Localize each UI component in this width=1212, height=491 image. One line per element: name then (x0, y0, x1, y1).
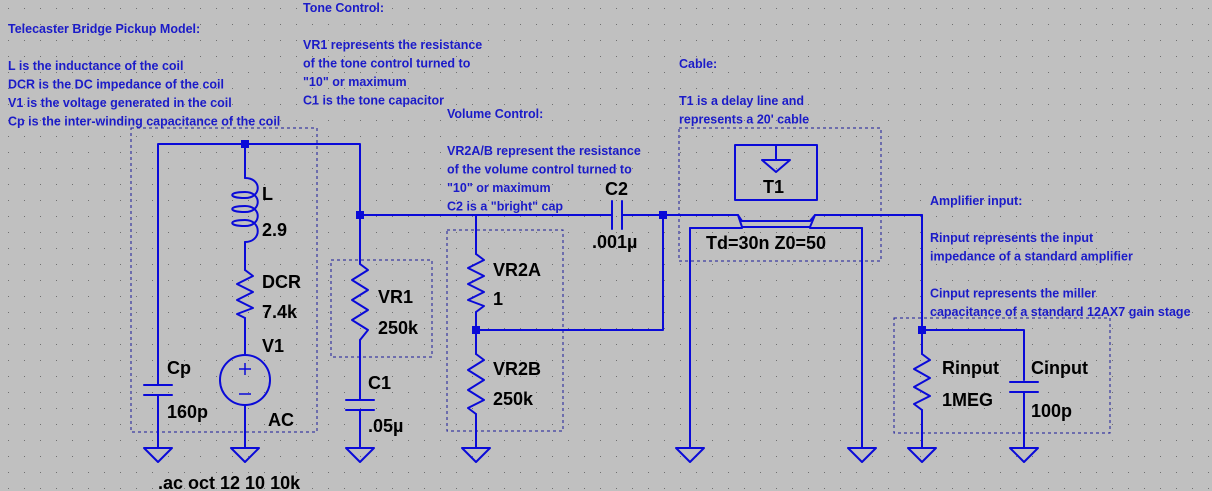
label-VR2B-value: 250k (493, 389, 534, 409)
capacitor-Cp (143, 374, 173, 396)
label-VR2A-value: 1 (493, 289, 503, 309)
label-C1-name: C1 (368, 373, 391, 393)
ground-symbol-2 (345, 447, 375, 463)
note-cable-line-1 (679, 76, 682, 90)
label-V1-name: V1 (262, 336, 284, 356)
label-C2-name: C2 (605, 179, 628, 199)
label-L-name: L (262, 184, 273, 204)
resistor-DCR (236, 269, 254, 319)
label-Cp-name: Cp (167, 358, 191, 378)
note-tone: Tone Control: VR1 represents the resista… (303, 1, 482, 108)
amp-box (893, 317, 1111, 434)
note-volume-line-1 (447, 126, 450, 140)
note-tone-line-0: Tone Control: (303, 1, 384, 15)
ground-symbol-3 (461, 447, 491, 463)
note-cable-line-3: represents a 20' cable (679, 113, 809, 127)
note-tone-line-3: of the tone control turned to (303, 57, 471, 71)
pickup-box (130, 127, 318, 433)
note-volume-line-2: VR2A/B represent the resistance (447, 144, 641, 158)
label-VR2B-name: VR2B (493, 359, 541, 379)
note-amp-line-6: capacitance of a standard 12AX7 gain sta… (930, 305, 1191, 319)
label-DCR-value: 7.4k (262, 302, 298, 322)
note-pickup-line-2: L is the inductance of the coil (8, 59, 184, 73)
note-pickup-line-5: Cp is the inter-winding capacitance of t… (8, 115, 280, 129)
note-volume: Volume Control: VR2A/B represent the res… (447, 107, 641, 214)
grid-dots (8, 8, 1209, 489)
note-pickup-line-0: Telecaster Bridge Pickup Model: (8, 22, 200, 36)
note-tone-line-1 (303, 20, 306, 34)
label-VR1-value: 250k (378, 318, 419, 338)
ground-symbol-4 (675, 447, 705, 463)
label-C1-value: .05µ (368, 416, 403, 436)
label-T1-name: T1 (763, 177, 784, 197)
label-Cp-value: 160p (167, 402, 208, 422)
capacitor-C2 (611, 200, 623, 230)
ground-symbol-7 (1009, 447, 1039, 463)
label-Cinput-value: 100p (1031, 401, 1072, 421)
note-pickup-line-1 (8, 41, 11, 55)
note-amp-line-2: Rinput represents the input (930, 231, 1094, 245)
label-VR2A-name: VR2A (493, 260, 541, 280)
grounds (143, 447, 1039, 463)
label-Rinput-value: 1MEG (942, 390, 993, 410)
note-volume-line-0: Volume Control: (447, 107, 543, 121)
note-pickup: Telecaster Bridge Pickup Model: L is the… (8, 22, 280, 129)
label-DCR-name: DCR (262, 272, 301, 292)
label-T1-value: Td=30n Z0=50 (706, 233, 826, 253)
inductor-L (231, 177, 259, 243)
note-tone-line-2: VR1 represents the resistance (303, 38, 482, 52)
capacitor-C1 (345, 399, 375, 411)
capacitor-Cinput (1009, 381, 1039, 393)
note-amp: Amplifier input: Rinput represents the i… (930, 194, 1191, 319)
resistor-VR2A (467, 253, 485, 313)
note-volume-line-5: C2 is a "bright" cap (447, 200, 563, 214)
resistor-VR2B (467, 353, 485, 415)
note-volume-line-3: of the volume control turned to (447, 163, 632, 177)
note-pickup-line-3: DCR is the DC impedance of the coil (8, 78, 224, 92)
label-VR1-name: VR1 (378, 287, 413, 307)
note-volume-line-4: "10" or maximum (447, 181, 551, 195)
label-Rinput-name: Rinput (942, 358, 999, 378)
label-Cinput-name: Cinput (1031, 358, 1088, 378)
note-cable-line-0: Cable: (679, 57, 717, 71)
junctions (241, 140, 926, 334)
grid-dot-pattern (8, 8, 1209, 489)
ground-symbol-5 (847, 447, 877, 463)
ground-symbol-6 (907, 447, 937, 463)
note-pickup-line-4: V1 is the voltage generated in the coil (8, 96, 232, 110)
label-C2-value: .001µ (592, 232, 637, 252)
transmission-line-T1 (689, 144, 863, 229)
note-tone-line-4: "10" or maximum (303, 75, 407, 89)
spice-directive: .ac oct 12 10 10k (158, 473, 301, 491)
label-V1-value: AC (268, 410, 294, 430)
note-cable-line-2: T1 is a delay line and (679, 94, 804, 108)
note-amp-line-5: Cinput represents the miller (930, 287, 1096, 301)
voltage-source-V1 (219, 354, 271, 406)
ground-symbol-1 (230, 447, 260, 463)
label-L-value: 2.9 (262, 220, 287, 240)
note-amp-line-0: Amplifier input: (930, 194, 1022, 208)
note-amp-line-3: impedance of a standard amplifier (930, 250, 1133, 264)
note-tone-line-5: C1 is the tone capacitor (303, 94, 444, 108)
note-amp-line-1 (930, 213, 933, 227)
tone-box (330, 259, 433, 358)
ground-symbol-0 (143, 447, 173, 463)
note-amp-line-4 (930, 268, 933, 282)
resistor-Rinput (913, 353, 931, 411)
note-cable: Cable: T1 is a delay line and represents … (679, 57, 809, 127)
resistor-VR1 (351, 263, 369, 341)
